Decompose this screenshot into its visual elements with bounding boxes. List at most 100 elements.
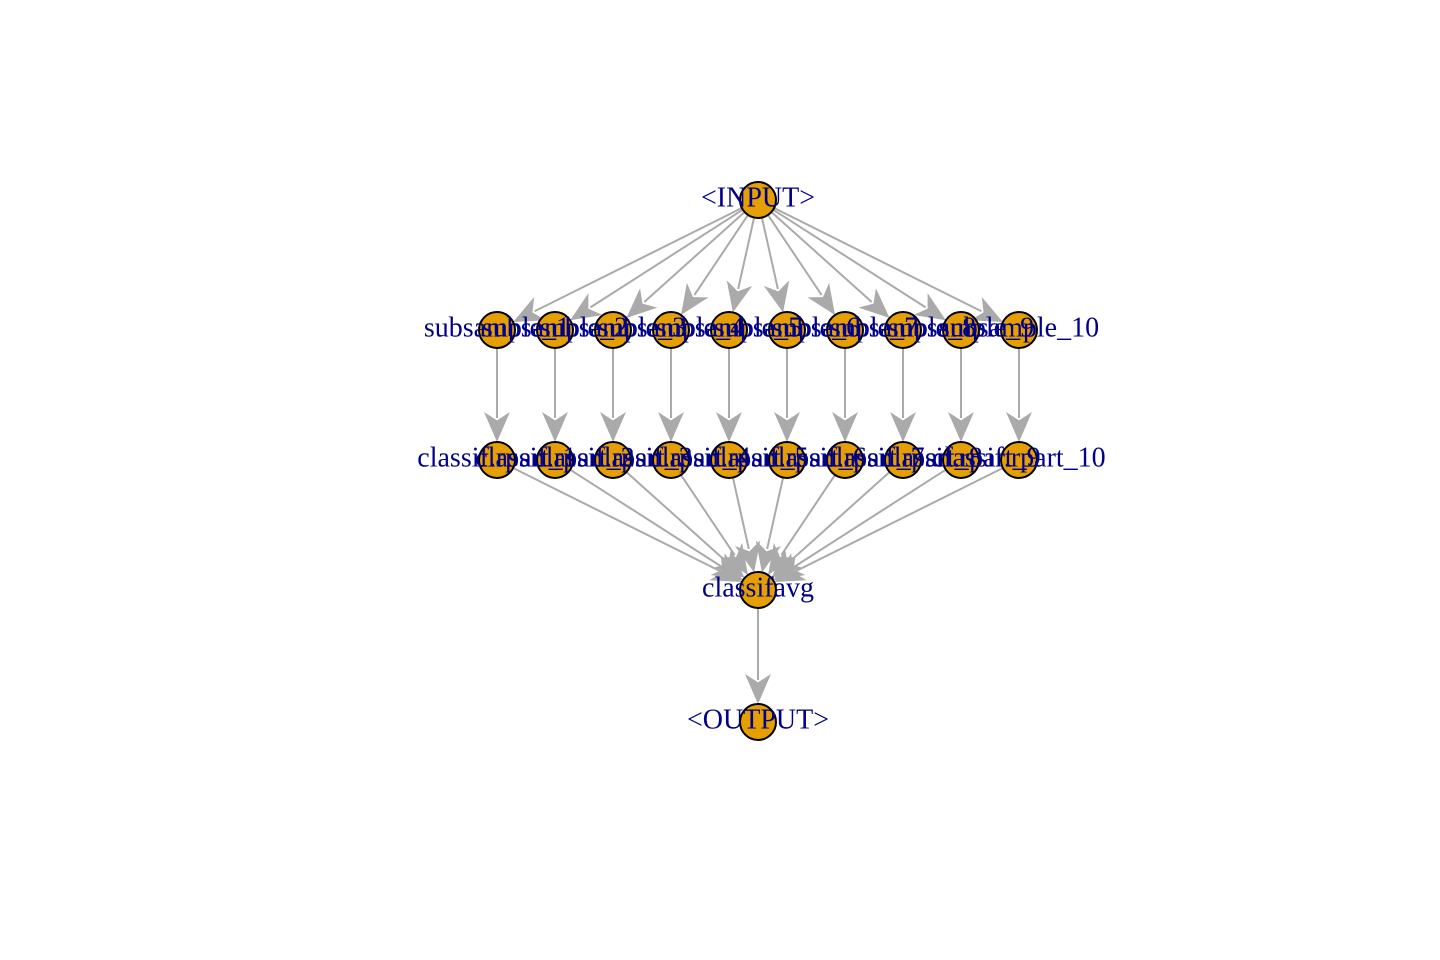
node-label-c2: classif.rpart_2 — [475, 442, 634, 473]
arrowhead — [726, 280, 753, 313]
edge-line — [625, 471, 728, 563]
node-label-s1: subsample_1 — [424, 312, 570, 343]
node-label-c5: classif.rpart_5 — [649, 442, 808, 473]
arrowhead — [484, 412, 510, 442]
arrowhead — [807, 282, 835, 316]
arrowhead — [681, 282, 709, 316]
arrowhead — [716, 412, 742, 442]
edge-s9-to-c9 — [948, 348, 974, 442]
edge-s1-to-c1 — [484, 348, 510, 442]
edge-s3-to-c3 — [600, 348, 626, 442]
node-s6 — [768, 311, 806, 349]
node-label-s9: subsample_9 — [888, 312, 1034, 343]
node-label-s2: subsample_2 — [482, 312, 628, 343]
edge-c5-to-avg — [731, 477, 761, 573]
arrowhead — [626, 288, 658, 318]
node-c10 — [1000, 441, 1038, 479]
node-label-s4: subsample_4 — [598, 312, 744, 343]
node-label-input: <INPUT> — [701, 182, 815, 213]
edge-line — [795, 467, 1004, 573]
node-s8 — [884, 311, 922, 349]
node-input — [739, 181, 777, 219]
edge-line — [780, 474, 836, 556]
node-s10 — [1000, 311, 1038, 349]
arrowhead — [774, 556, 807, 582]
edge-line — [770, 211, 873, 303]
arrowhead — [832, 412, 858, 442]
node-label-avg: classifavg — [702, 572, 814, 603]
node-c4 — [652, 441, 690, 479]
edge-s6-to-c6 — [774, 348, 800, 442]
node-label-s5: subsample_5 — [656, 312, 802, 343]
arrowhead — [858, 288, 890, 318]
edge-c3-to-avg — [625, 471, 745, 578]
arrowhead — [570, 293, 603, 321]
node-label-c4: classif.rpart_4 — [591, 442, 750, 473]
node-s3 — [594, 311, 632, 349]
arrowhead — [948, 412, 974, 442]
node-label-s7: subsample_7 — [772, 312, 918, 343]
arrowhead — [542, 412, 568, 442]
node-label-s8: subsample_8 — [830, 312, 976, 343]
edge-line — [680, 474, 736, 556]
edge-input-to-s8 — [770, 211, 890, 318]
node-s5 — [710, 311, 748, 349]
node-c9 — [942, 441, 980, 479]
edges-layer — [484, 207, 1032, 704]
edge-input-to-s2 — [570, 208, 744, 321]
node-c7 — [826, 441, 864, 479]
node-label-c7: classif.rpart_7 — [765, 442, 924, 473]
node-s9 — [942, 311, 980, 349]
edge-input-to-s4 — [681, 214, 749, 316]
edge-line — [788, 471, 891, 563]
arrowhead — [513, 296, 546, 322]
labels-layer: <INPUT> subsample_1subsample_2subsample_3… — [417, 182, 1105, 735]
edge-line — [737, 217, 756, 290]
node-label-c6: classif.rpart_6 — [707, 442, 866, 473]
edge-s4-to-c4 — [658, 348, 684, 442]
arrowhead — [600, 412, 626, 442]
edge-s2-to-c2 — [542, 348, 568, 442]
node-label-output: <OUTPUT> — [687, 704, 829, 735]
edge-input-to-s1 — [513, 207, 743, 322]
node-s7 — [826, 311, 864, 349]
edge-c4-to-avg — [680, 474, 748, 576]
nodes-layer — [478, 181, 1038, 741]
node-label-c10: classif.rpart_10 — [932, 442, 1105, 473]
arrowhead — [1006, 412, 1032, 442]
edge-input-to-s3 — [626, 211, 746, 318]
node-label-s6: subsample_6 — [714, 312, 860, 343]
node-c8 — [884, 441, 922, 479]
arrowhead — [890, 412, 916, 442]
arrowhead — [913, 293, 946, 321]
edge-line — [569, 468, 724, 569]
node-label-s3: subsample_3 — [540, 312, 686, 343]
arrowhead — [713, 548, 745, 578]
node-output — [739, 703, 777, 741]
edge-s5-to-c5 — [716, 348, 742, 442]
edge-c9-to-avg — [773, 468, 947, 581]
edge-line — [589, 208, 744, 309]
edge-line — [512, 467, 721, 573]
edge-s7-to-c7 — [832, 348, 858, 442]
edge-input-to-s5 — [726, 217, 756, 313]
edge-c10-to-avg — [774, 467, 1004, 582]
edge-line — [760, 217, 779, 290]
edge-line — [792, 468, 947, 569]
node-avg — [739, 571, 777, 609]
edge-avg-to-output — [745, 608, 771, 704]
node-label-c3: classif.rpart_3 — [533, 442, 692, 473]
edge-c7-to-avg — [768, 474, 836, 576]
node-s2 — [536, 311, 574, 349]
arrowhead — [970, 296, 1003, 322]
arrowhead — [745, 674, 771, 704]
arrowhead — [763, 280, 790, 313]
edge-line — [643, 211, 746, 303]
node-s4 — [652, 311, 690, 349]
node-label-s10: subsample_10 — [939, 312, 1099, 343]
node-label-c8: classif.rpart_8 — [823, 442, 982, 473]
arrowhead — [658, 412, 684, 442]
node-label-c9: classif.rpart_9 — [881, 442, 1040, 473]
edge-c1-to-avg — [512, 467, 742, 582]
